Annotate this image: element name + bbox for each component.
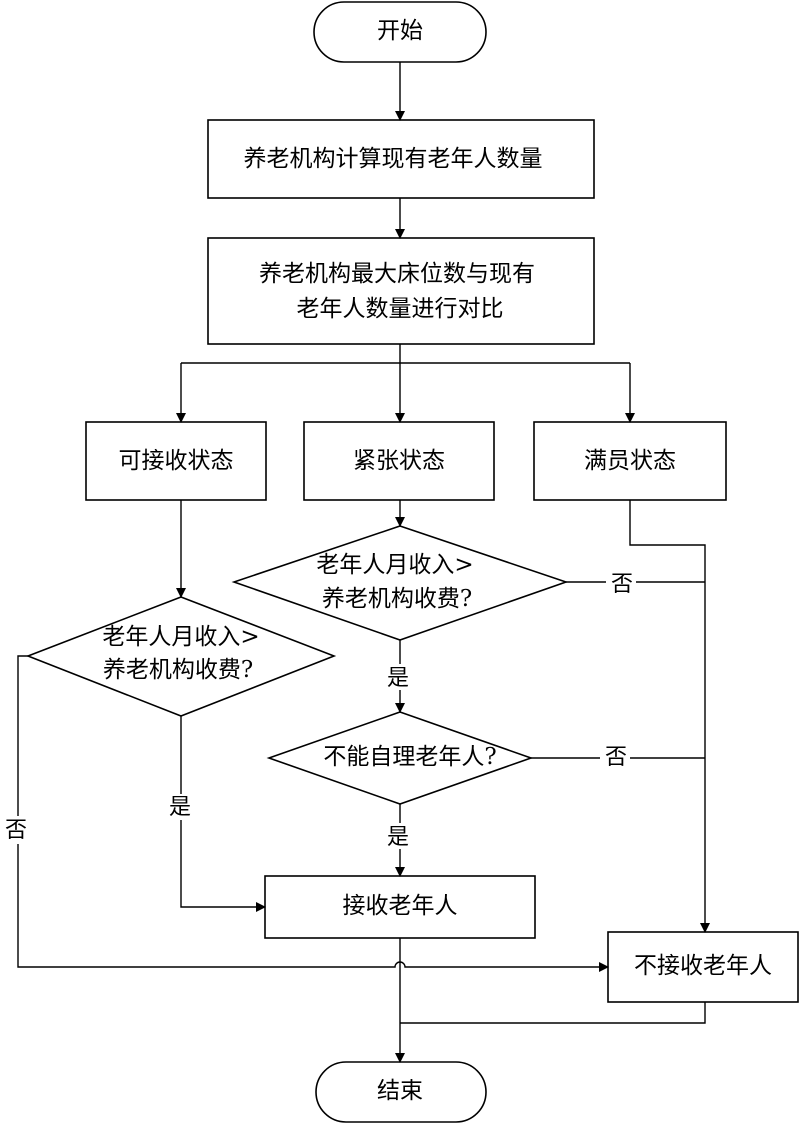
income-left-line1: 老年人月收入> [102,624,259,650]
edge-label-yes-income-mid: 是 [387,666,409,691]
accept-label: 接收老年人 [343,893,458,919]
income-decision-mid [231,525,569,641]
reject-label: 不接收老年人 [634,953,772,979]
state-full-label: 满员状态 [584,448,676,474]
count-process [207,119,595,199]
income-left-line2: 养老机构收费? [103,657,253,683]
edge-label-yes-self-care: 是 [387,825,409,850]
end-label: 结束 [377,1078,423,1104]
state-tight-box [303,421,495,501]
edge-income-left-no [17,655,609,972]
income-mid-line2: 养老机构收费? [322,586,472,612]
edge-label-no-income-mid: 否 [611,572,633,597]
edge-label-yes-income-left: 是 [169,795,191,820]
compare-label-line2: 老年人数量进行对比 [297,296,504,322]
edge-full-collector [629,500,710,933]
state-tight-label: 紧张状态 [353,448,445,474]
edge-income-left-yes [180,716,266,912]
compare-process [207,237,595,345]
edge-reject-end [400,1002,706,1024]
start-label: 开始 [377,18,423,44]
edge-label-no-self-care: 否 [605,745,627,770]
edge-label-no-income-left: 否 [5,818,27,843]
state-accept-label: 可接收状态 [119,448,234,474]
self-care-label: 不能自理老年人? [323,744,496,770]
income-mid-line1: 老年人月收入> [316,552,473,578]
compare-label-line1: 养老机构最大床位数与现有 [259,261,535,287]
count-label: 养老机构计算现有老年人数量 [244,146,543,172]
reject-process [607,931,799,1003]
